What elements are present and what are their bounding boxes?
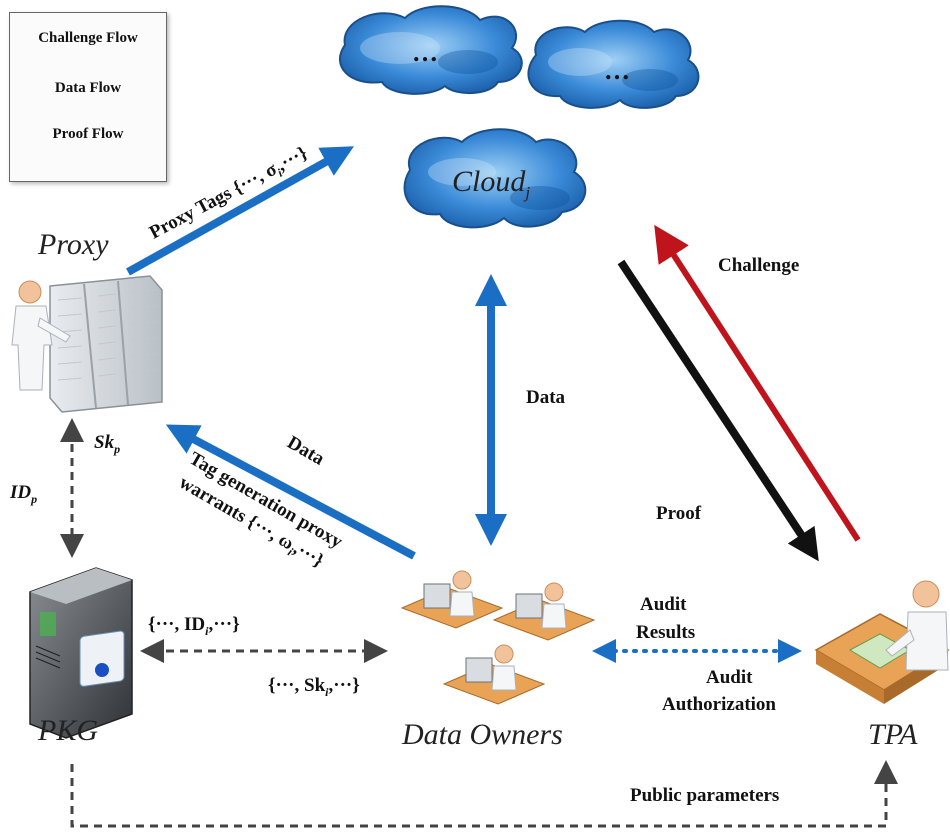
challenge-arrow xyxy=(654,224,861,542)
proxy-tags-arrow xyxy=(126,146,354,276)
public-parameters-label: Public parameters xyxy=(630,785,780,806)
audit-results-line2: Results xyxy=(636,622,696,643)
pkg-computer-icon xyxy=(29,567,133,739)
cloud-1 xyxy=(339,5,523,95)
proof-arrow xyxy=(617,259,819,562)
data-owner-1-icon xyxy=(400,570,504,629)
tpa-label: TPA xyxy=(868,718,918,751)
data-owner-3-icon xyxy=(442,644,546,705)
legend-box: Challenge Flow Data Flow Proof Flow xyxy=(9,12,167,182)
challenge-label: Challenge xyxy=(718,255,800,276)
cloud-2 xyxy=(527,19,700,109)
audit-authorization-line1: Audit xyxy=(706,667,753,688)
sk-p-label: Skp xyxy=(94,432,121,456)
legend-proof-label: Proof Flow xyxy=(52,126,124,142)
audit-results-line1: Audit xyxy=(640,594,687,615)
public-parameters-dashed-arrow xyxy=(70,760,898,828)
cloud-j xyxy=(403,128,587,229)
data-center-label: Data xyxy=(526,387,566,408)
id-p-label: IDp xyxy=(10,482,38,506)
pkg-label: PKG xyxy=(38,714,98,747)
sk-i-label: {···, Ski,···} xyxy=(268,675,360,699)
tag-warrant-arrow xyxy=(165,424,416,560)
data-owners-label: Data Owners xyxy=(402,718,563,751)
proxy-server-icon xyxy=(49,275,163,413)
proof-label: Proof xyxy=(656,503,702,524)
data-owner-2-icon xyxy=(492,582,596,641)
cloud-2-dots: … xyxy=(604,56,630,85)
id-i-label: {···, IDi,···} xyxy=(148,614,240,638)
proxy-person-icon xyxy=(11,280,71,391)
proxy-label: Proxy xyxy=(38,228,109,261)
tpa-person-icon xyxy=(885,580,949,671)
legend-data-label: Data Flow xyxy=(54,80,122,96)
cloud-1-dots: … xyxy=(412,38,438,67)
cloud-j-label: Cloudj xyxy=(452,165,531,202)
legend-challenge-label: Challenge Flow xyxy=(38,30,138,46)
audit-authorization-line2: Authorization xyxy=(662,694,776,715)
